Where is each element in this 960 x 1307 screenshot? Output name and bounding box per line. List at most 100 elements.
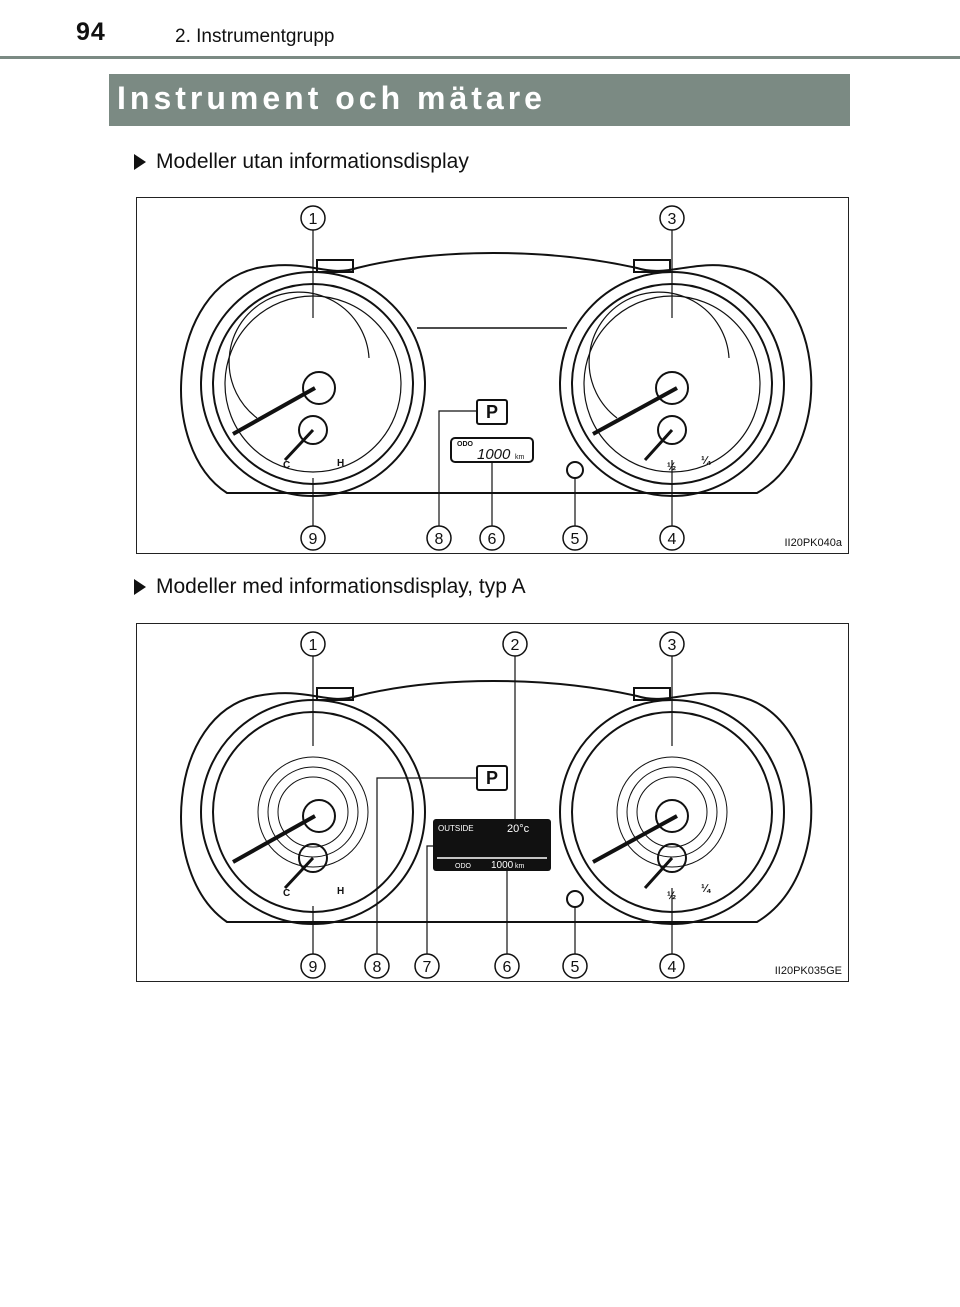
speedometer-hub <box>655 799 689 833</box>
callout-5-circle <box>562 953 588 979</box>
housing-clip-left <box>316 259 354 273</box>
header-rule <box>0 56 960 59</box>
callout-1-circle <box>300 205 326 231</box>
housing-clip-right <box>633 259 671 273</box>
figure-1-heading-text: Modeller utan informationsdisplay <box>156 150 469 173</box>
callout-7-circle <box>414 953 440 979</box>
shift-indicator-text: P <box>486 768 498 788</box>
odo-label: ODO <box>455 863 472 870</box>
odo-unit: km <box>515 863 525 870</box>
callout-9: 9 <box>309 531 318 548</box>
bullet-triangle-icon <box>134 579 146 595</box>
callout-9-circle <box>300 525 326 551</box>
callout-8-circle <box>426 525 452 551</box>
temp-cold-label: C <box>283 888 290 899</box>
fuel-quarter-label: ¼ <box>701 455 711 467</box>
shift-indicator-text: P <box>486 402 498 422</box>
speedometer-inner-arc <box>588 291 730 419</box>
tachometer-ring-2 <box>267 766 359 858</box>
callout-6: 6 <box>503 959 512 976</box>
temp-gauge-hub <box>298 843 328 873</box>
cluster-housing <box>180 680 813 923</box>
figure-1-code: II20PK040a <box>784 537 843 549</box>
figure-1-instrument-cluster: P ODO 1000 km C H ½ ¼ <box>136 197 849 554</box>
speedometer-hub <box>655 371 689 405</box>
chapter-title: 2. Instrumentgrupp <box>175 26 335 47</box>
figure-2-heading: Modeller med informationsdisplay, typ A <box>134 575 526 599</box>
callout-4-circle <box>659 953 685 979</box>
fuel-gauge-needle <box>643 428 674 462</box>
callout-9: 9 <box>309 959 318 976</box>
fuel-gauge-hub <box>657 415 687 445</box>
tachometer-hub <box>302 799 336 833</box>
tachometer-hub <box>302 371 336 405</box>
trip-reset-knob <box>566 461 584 479</box>
figure-2-heading-text: Modeller med informationsdisplay, typ A <box>156 575 526 598</box>
tachometer-ring-1 <box>257 756 369 868</box>
speedometer-ring-1 <box>616 756 728 868</box>
callout-2-circle <box>502 631 528 657</box>
figure-2-instrument-cluster: P C H ½ ¼ OUTSIDE 20°c ODO 1000 km <box>136 623 849 982</box>
callout-3: 3 <box>668 211 677 228</box>
tachometer-inner-arc <box>228 291 370 419</box>
callout-2: 2 <box>511 637 520 654</box>
shift-indicator-box <box>476 399 508 425</box>
housing-clip-left <box>316 687 354 701</box>
page-number: 94 <box>76 18 106 46</box>
callout-8-circle <box>364 953 390 979</box>
callout-7: 7 <box>423 959 432 976</box>
callout-6-circle <box>479 525 505 551</box>
callout-4: 4 <box>668 531 677 548</box>
callout-3-circle <box>659 205 685 231</box>
callout-9-circle <box>300 953 326 979</box>
callout-6: 6 <box>488 531 497 548</box>
callout-3-circle <box>659 631 685 657</box>
tachometer-ring-3 <box>277 776 349 848</box>
callout-6-circle <box>494 953 520 979</box>
callout-5-circle <box>562 525 588 551</box>
figure-2-drawing: P C H ½ ¼ OUTSIDE 20°c ODO 1000 km <box>180 631 813 979</box>
cluster-housing <box>180 252 813 494</box>
callout-1: 1 <box>309 211 318 228</box>
callout-5: 5 <box>571 959 580 976</box>
figure-1-drawing: P ODO 1000 km C H ½ ¼ <box>180 205 813 551</box>
fuel-gauge-hub <box>657 843 687 873</box>
callout-1: 1 <box>309 637 318 654</box>
figure-1-heading: Modeller utan informationsdisplay <box>134 150 469 174</box>
temp-gauge-needle <box>283 428 315 462</box>
tachometer-needle <box>232 814 316 864</box>
tachometer-dial <box>224 295 402 473</box>
callout-4: 4 <box>668 959 677 976</box>
speedometer-ring-2 <box>626 766 718 858</box>
callout-8: 8 <box>373 959 382 976</box>
section-title-bar <box>109 74 850 126</box>
callout-8: 8 <box>435 531 444 548</box>
speedometer-needle <box>592 814 678 864</box>
temp-hot-label: H <box>337 886 344 897</box>
speedometer-dial <box>583 295 761 473</box>
odo-unit: km <box>515 454 525 461</box>
figure-2-code: II20PK035GE <box>774 965 842 977</box>
outside-temp-value: 20°c <box>507 823 530 835</box>
callout-5: 5 <box>571 531 580 548</box>
odo-label: ODO <box>457 441 474 448</box>
speedometer-ring-3 <box>636 776 708 848</box>
fuel-quarter-label: ¼ <box>701 883 711 895</box>
bullet-triangle-icon <box>134 154 146 170</box>
housing-clip-right <box>633 687 671 701</box>
outside-temp-label: OUTSIDE <box>438 824 474 833</box>
odo-value: 1000 <box>491 860 514 871</box>
callout-1-circle <box>300 631 326 657</box>
callout-4-circle <box>659 525 685 551</box>
tachometer-needle <box>232 386 316 436</box>
callout-3: 3 <box>668 637 677 654</box>
speedometer-needle <box>592 386 678 436</box>
trip-reset-knob <box>566 890 584 908</box>
fuel-gauge-needle <box>643 856 674 890</box>
odo-value: 1000 <box>477 446 511 463</box>
section-title: Instrument och mätare <box>117 80 546 116</box>
temp-gauge-needle <box>283 856 315 890</box>
temp-cold-label: C <box>283 460 290 471</box>
temp-gauge-hub <box>298 415 328 445</box>
temp-hot-label: H <box>337 458 344 469</box>
